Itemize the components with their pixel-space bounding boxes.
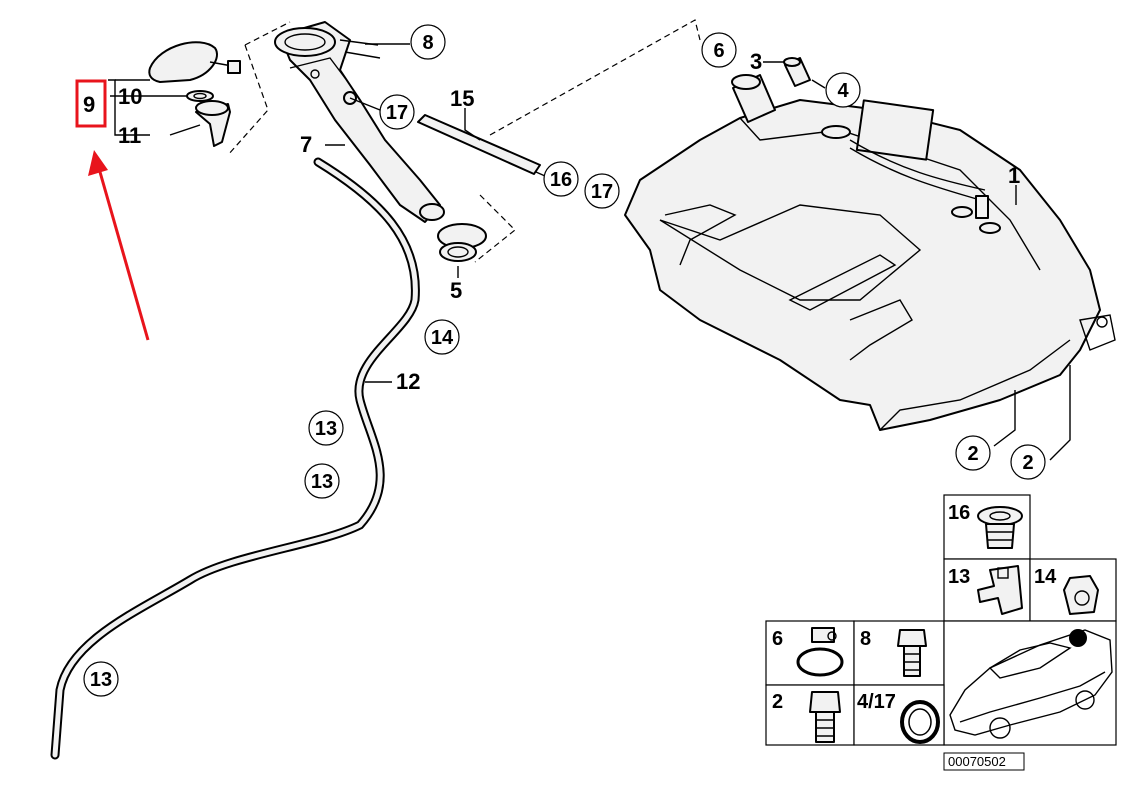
label-12: 12 [396,369,420,394]
dashed-leaders [227,19,701,263]
callout-14: 14 [431,327,454,349]
inset-hose-clamp-drawing [796,627,844,677]
label-5: 5 [450,278,462,303]
label-1: 1 [1008,163,1020,188]
label-9: 9 [83,92,95,117]
highlight-arrow-shaft [98,171,150,341]
connector-piece [783,57,811,87]
callout-2-a: 2 [967,443,978,465]
callout-8: 8 [422,32,433,54]
callout-6: 6 [713,40,724,62]
inset-bolt-8-drawing [897,629,927,677]
inset-label-13: 13 [948,566,970,588]
inset-bolt-2-drawing [809,691,841,743]
inset-label-8: 8 [860,628,871,650]
callout-17-lower: 17 [591,181,613,203]
filler-neck [274,21,445,223]
highlight-annotation [75,79,150,341]
inset-ring-clamp-drawing [900,700,940,744]
callout-13-c: 13 [90,669,112,691]
label-7: 7 [300,132,312,157]
inset-label-4-17: 4/17 [857,691,896,713]
vent-tube [417,114,541,175]
callout-17-upper: 17 [386,102,408,124]
hose-stub [731,74,776,123]
inset-grommet-drawing [977,506,1023,549]
grommet [437,223,487,262]
reference-box: 00070502 [943,752,1025,771]
label-3: 3 [750,49,762,74]
highlight-arrow-head [88,150,108,176]
fuel-tank [624,99,1116,431]
label-11: 11 [118,123,141,148]
inset-clamp-drawing [1063,575,1099,615]
tank-location-dot [1069,629,1087,647]
callout-2-b: 2 [1022,452,1033,474]
hardware-inset: 16 13 14 6 8 2 4/17 [765,494,1117,746]
inset-car-drawing [949,629,1113,739]
inset-clip-drawing [977,565,1023,615]
inset-label-2: 2 [772,691,783,713]
callout-16: 16 [550,169,572,191]
label-15: 15 [450,86,474,111]
reference-number: 00070502 [948,754,1006,769]
label-10: 10 [118,84,142,109]
callout-4: 4 [837,80,849,102]
highlight-box [75,79,107,128]
callout-labels: 8 17 16 17 6 4 14 13 13 13 2 2 1 3 5 7 9… [83,24,1046,697]
inset-label-6: 6 [772,628,783,650]
fuel-cap-assembly [148,41,241,147]
breather-hose [50,157,420,760]
callout-13-b: 13 [311,471,333,493]
leader-lines [108,43,1071,461]
inset-label-16: 16 [948,502,970,524]
inset-label-14: 14 [1034,566,1057,588]
callout-13-a: 13 [315,418,337,440]
